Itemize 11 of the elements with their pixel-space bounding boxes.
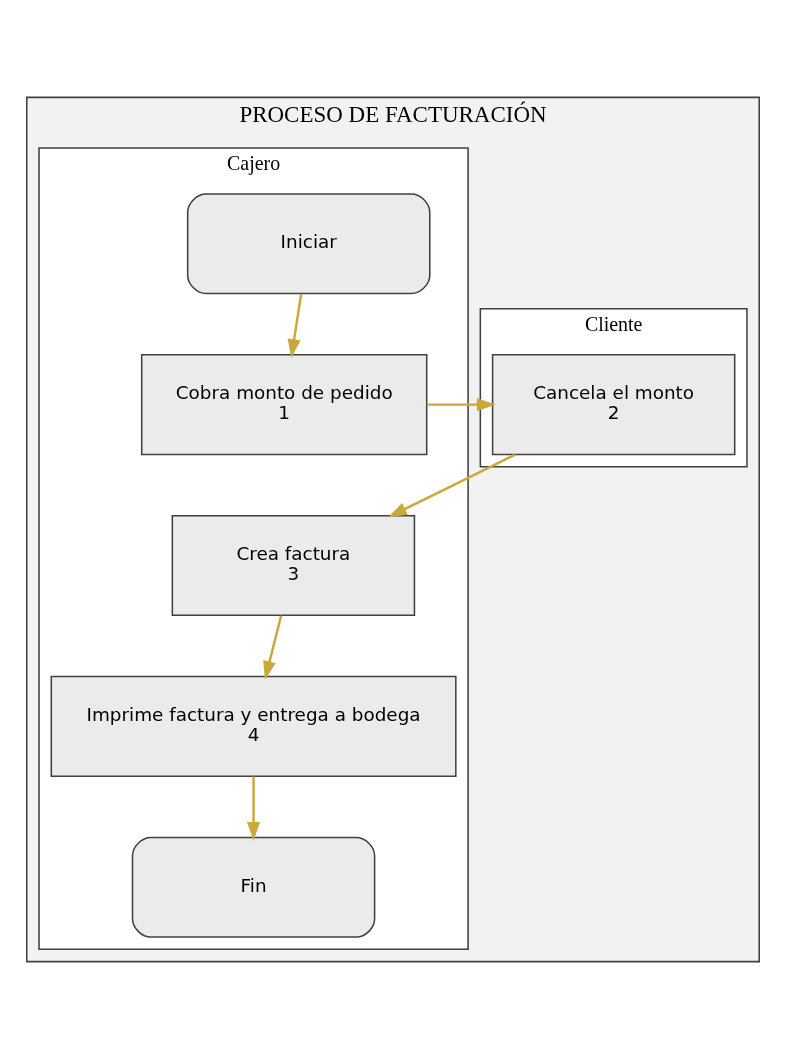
node-box: Imprime factura y entrega a bodega 4 [50,675,457,777]
arrow [388,453,516,518]
node-box: Fin [131,836,376,938]
node-box: Cancela el monto 2 [491,354,736,456]
arrow [287,293,303,358]
node-box: Cobra monto de pedido 1 [140,354,428,456]
node-box: Crea factura 3 [171,514,416,617]
arrow [263,615,283,680]
arrow [427,398,496,412]
arrow [247,776,261,841]
node-box: Iniciar [186,193,431,295]
